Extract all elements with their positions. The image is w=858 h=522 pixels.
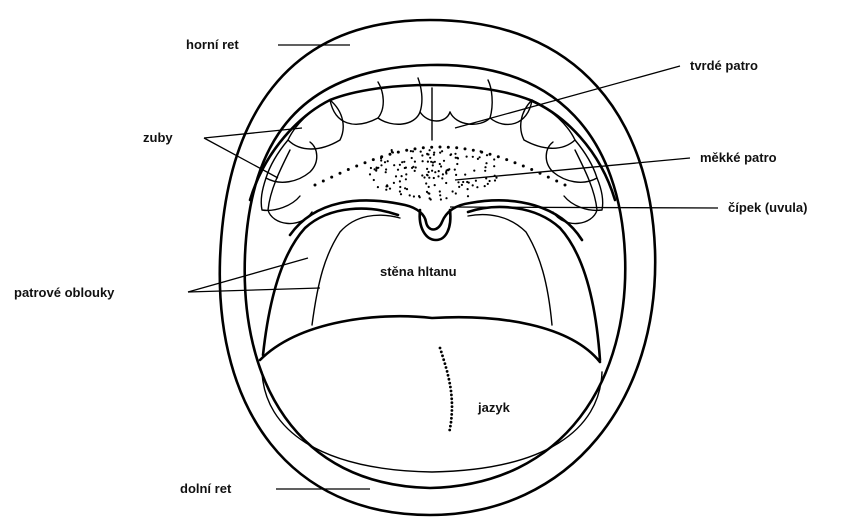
- left-palatine-arch-outer: [263, 209, 398, 355]
- label-teeth: zuby: [143, 130, 173, 145]
- label-palatine-arches: patrové oblouky: [14, 285, 115, 300]
- right-palatine-arch-outer: [468, 207, 600, 360]
- label-hard-palate: tvrdé patro: [690, 58, 758, 73]
- label-soft-palate: měkké patro: [700, 150, 777, 165]
- tongue-outline: [260, 316, 600, 362]
- label-tongue: jazyk: [477, 400, 511, 415]
- label-upper-lip: horní ret: [186, 37, 239, 52]
- soft-palate-edge: [290, 200, 582, 240]
- right-palatine-arch-inner: [468, 215, 552, 325]
- label-lower-lip: dolní ret: [180, 481, 232, 496]
- label-pharynx-wall: stěna hltanu: [380, 264, 457, 279]
- tongue-midline-dots: [439, 347, 454, 432]
- tongue-body: [262, 372, 602, 472]
- label-uvula: čípek (uvula): [728, 200, 807, 215]
